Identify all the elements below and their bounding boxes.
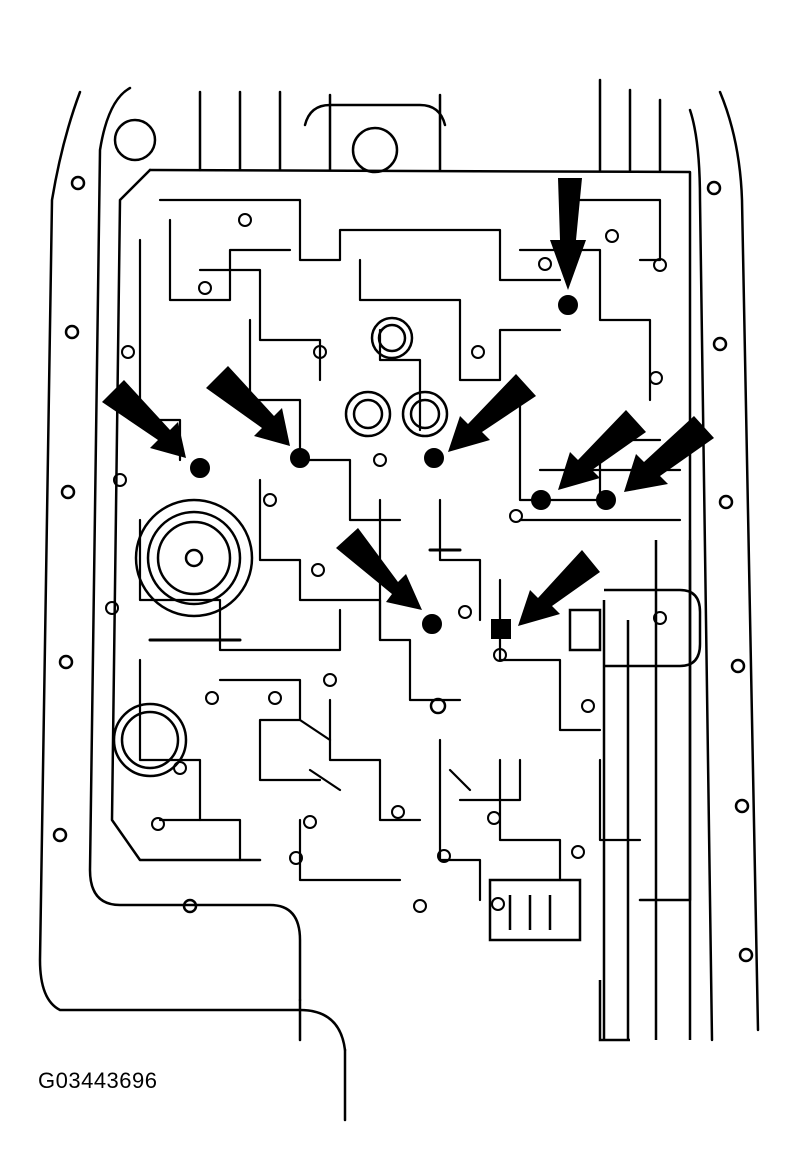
housing-outline	[38, 78, 760, 1122]
arrow-icon	[624, 416, 714, 492]
callout-dot-3	[290, 448, 310, 468]
callout-dot-4	[424, 448, 444, 468]
callout-dot-5	[531, 490, 551, 510]
solenoid-connector	[488, 540, 702, 1042]
arrow-icon	[558, 410, 646, 490]
arrow-icon	[448, 374, 536, 452]
callout-markers	[190, 295, 616, 639]
callout-square-8	[491, 619, 511, 639]
small-fittings	[105, 213, 667, 913]
callout-dot-1	[558, 295, 578, 315]
figure-id-label: G03443696	[38, 1068, 158, 1093]
fluid-passages	[138, 198, 682, 902]
callout-dot-7	[422, 614, 442, 634]
arrow-icon	[336, 528, 422, 610]
valve-bores	[112, 316, 449, 778]
arrow-icon	[518, 550, 600, 626]
arrow-icon	[550, 178, 586, 290]
arrow-icon	[206, 366, 290, 446]
callout-arrows	[102, 178, 714, 626]
arrow-icon	[102, 380, 186, 458]
callout-dot-6	[596, 490, 616, 510]
callout-dot-2	[190, 458, 210, 478]
mounting-bolt-holes	[52, 175, 754, 963]
